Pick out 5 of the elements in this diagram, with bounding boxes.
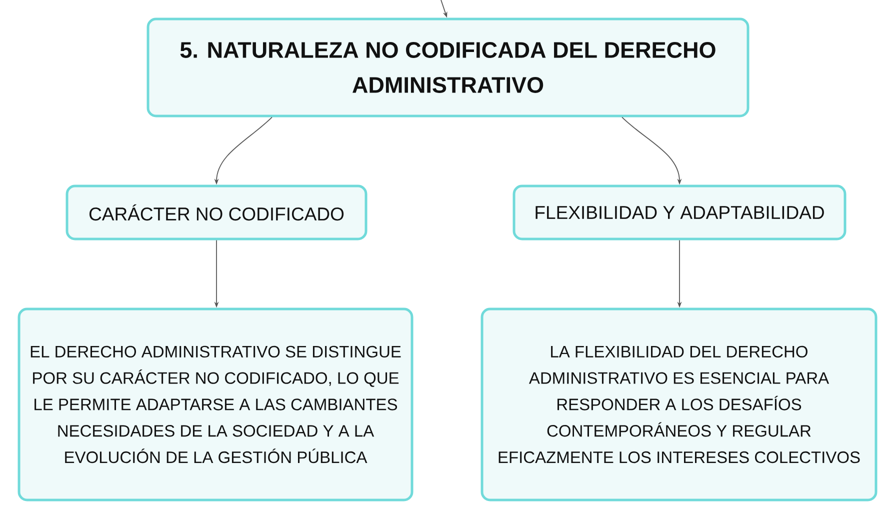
description-box: LA FLEXIBILIDAD DEL DERECHO ADMINISTRATIVO ES ESENCIAL PARA RESPONDER A LOS DESAFÍOS CONTEMPORÁNEOS Y REGULAR EFICAZMENTE LOS INTERESES COLECTIVOS bbox=[480, 308, 878, 502]
category-box: FLEXIBILIDAD Y ADAPTABILIDAD bbox=[512, 184, 846, 240]
topic-box: 5. NATURALEZA NO CODIFICADA DEL DERECHO ADMINISTRATIVO bbox=[146, 18, 750, 118]
description-box: EL DERECHO ADMINISTRATIVO SE DISTINGUE POR SU CARÁCTER NO CODIFICADO, LO QUE LE PERMITE ADAPTARSE A LAS CAMBIANTES NECESIDADES DE LA SOCIEDAD Y A LA EVOLUCIÓN DE LA GESTIÓN PÚBLICA bbox=[18, 308, 414, 502]
category-box: CARÁCTER NO CODIFICADO bbox=[66, 184, 368, 240]
